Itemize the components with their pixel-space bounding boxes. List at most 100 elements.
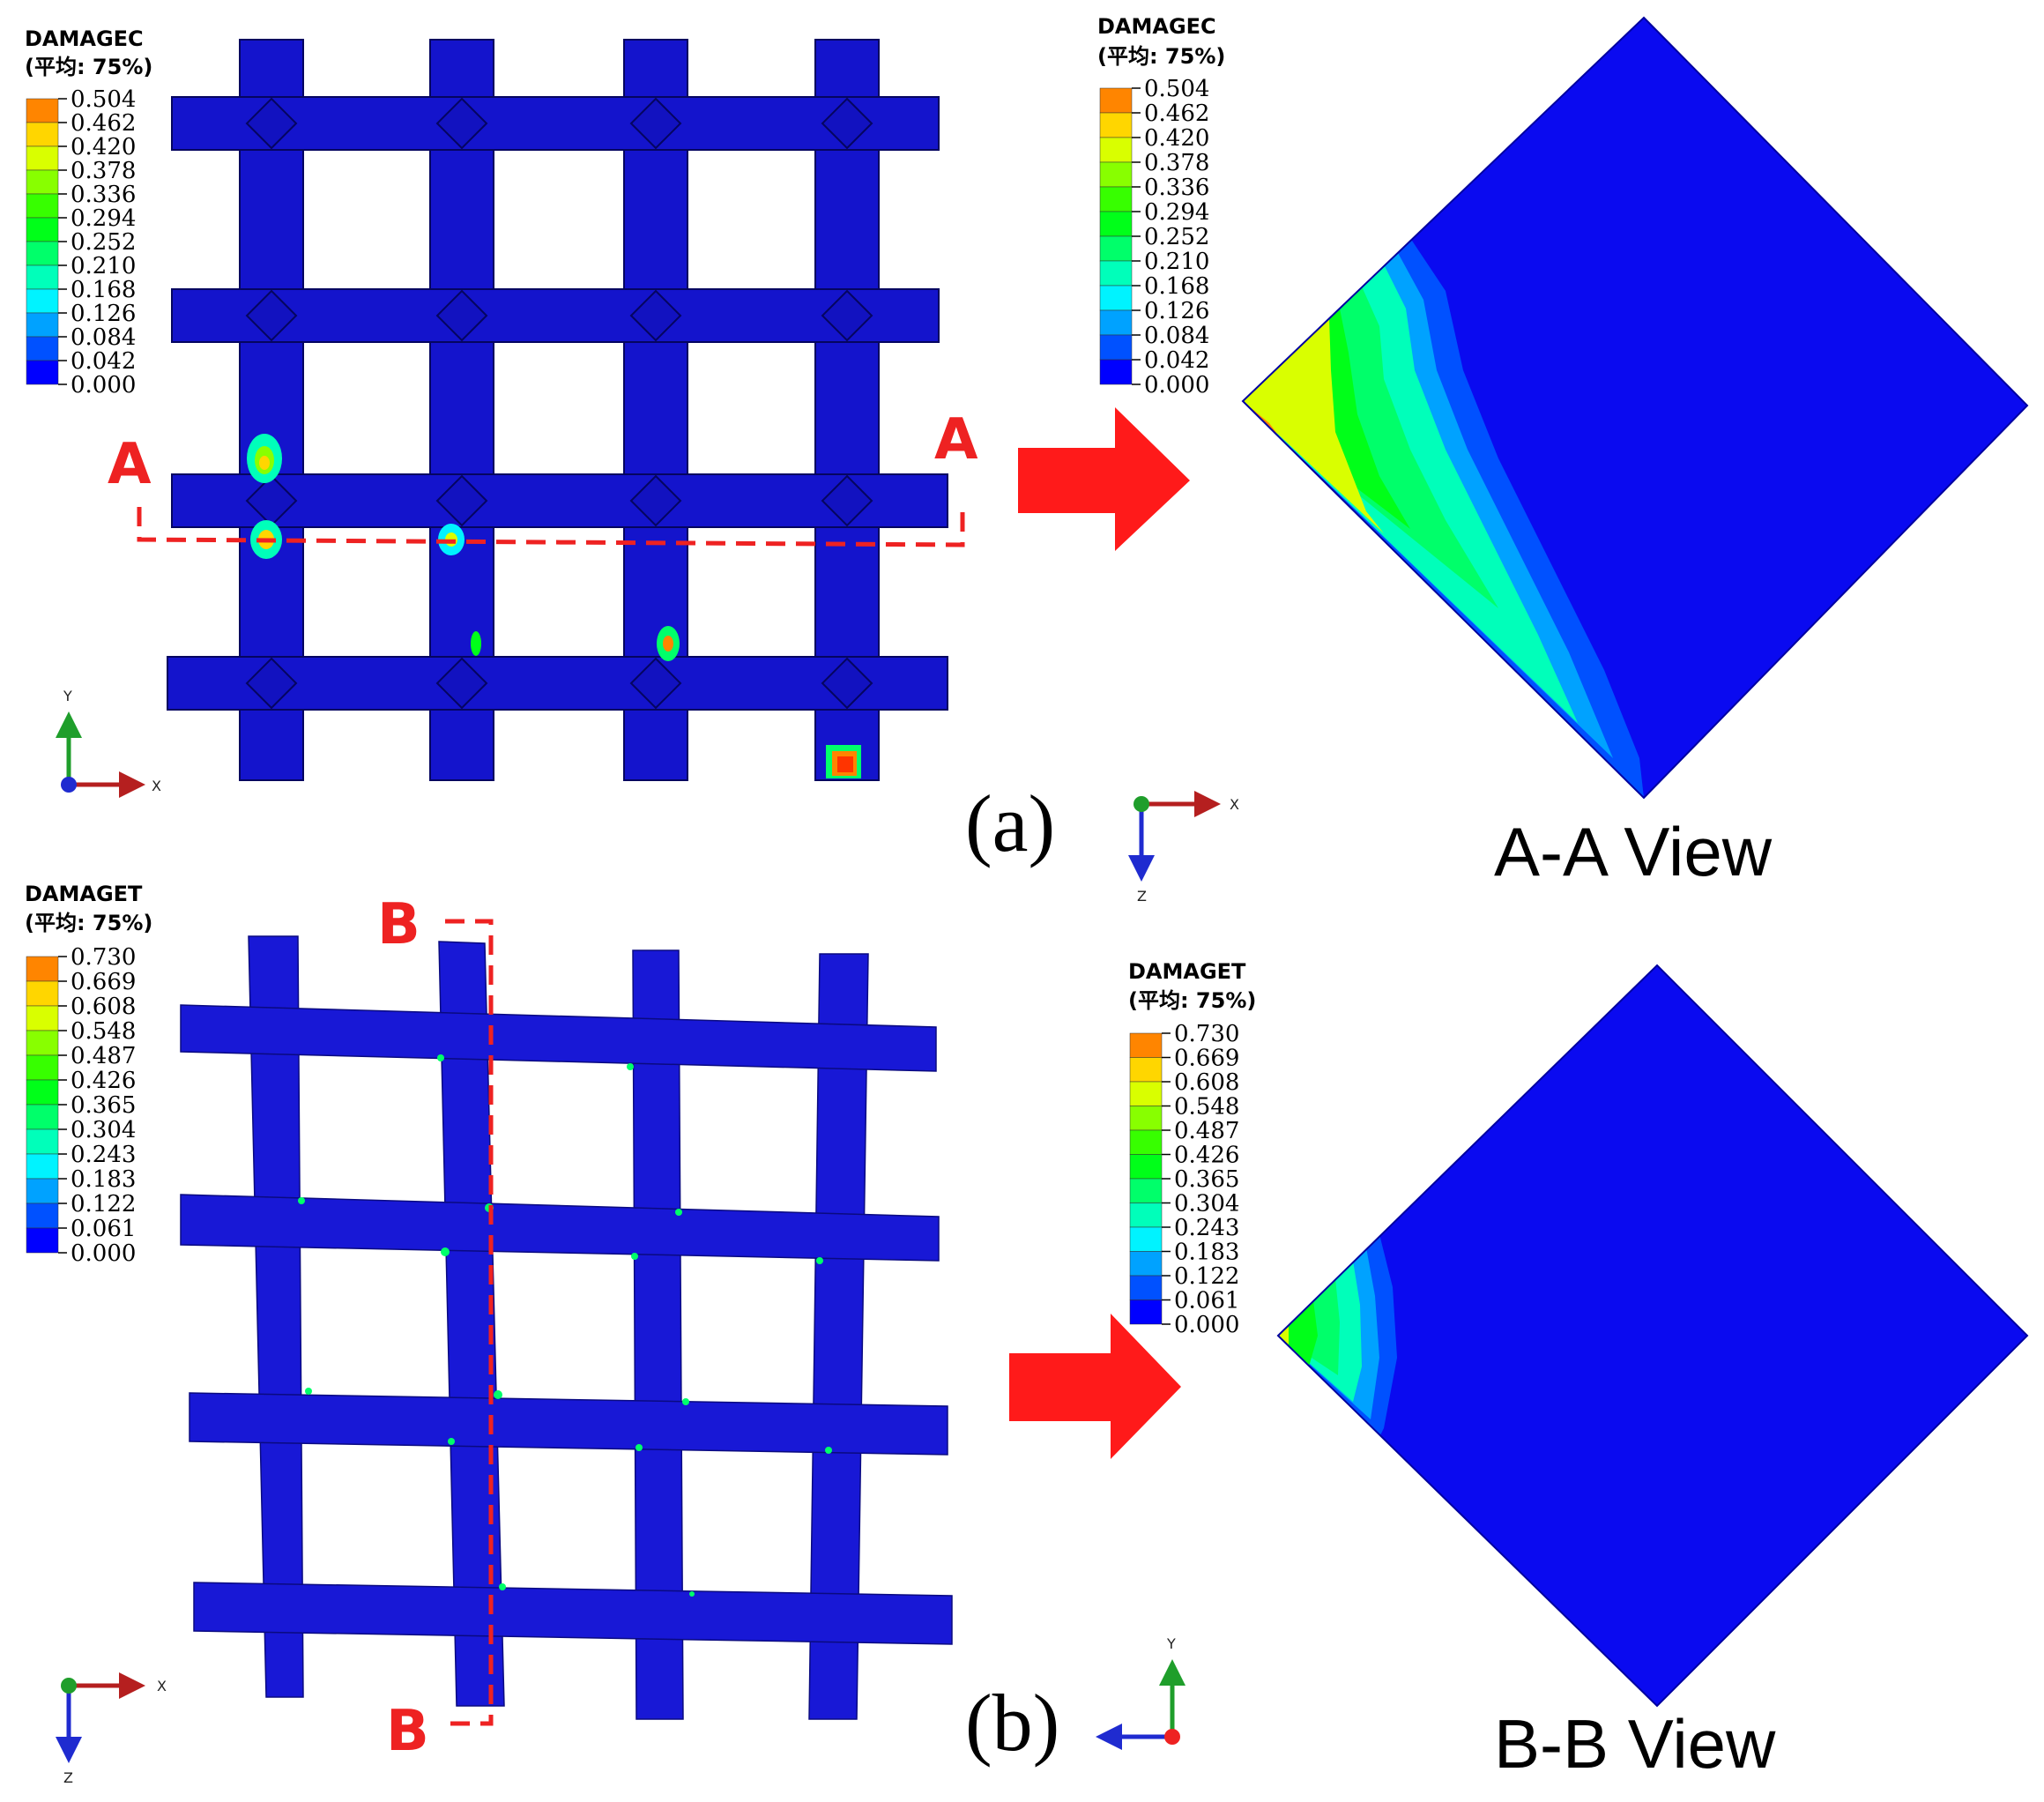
legend-swatch <box>1099 137 1133 163</box>
section-line-b: B B <box>377 892 494 1764</box>
axis-triad-a: Y X <box>56 688 161 798</box>
strut-vertical <box>248 935 304 1698</box>
legend-swatch <box>1129 1203 1163 1228</box>
legend-tick-label: 0.420 <box>1144 125 1209 152</box>
legend-tick-label: 0.336 <box>71 182 136 208</box>
legend-title: DAMAGEC <box>25 26 144 51</box>
legend-swatch <box>1099 87 1133 114</box>
legend-swatch <box>26 1054 59 1081</box>
legend-swatch <box>26 193 59 219</box>
strut-horizontal <box>171 96 940 151</box>
legend-tick-label: 0.000 <box>1174 1312 1239 1338</box>
legend-tick-label: 0.608 <box>71 994 136 1020</box>
legend-swatch <box>1099 359 1133 385</box>
legend-swatch <box>1129 1129 1163 1155</box>
panel-label-a: (a) <box>965 778 1055 868</box>
legend-swatch <box>1099 186 1133 212</box>
legend-tick-label: 0.122 <box>1174 1263 1239 1290</box>
legend-tick-label: 0.042 <box>71 348 136 375</box>
legend-title: DAMAGET <box>1128 959 1246 984</box>
legend-tick-label: 0.730 <box>71 944 136 971</box>
legend-tick-label: 0.548 <box>71 1018 136 1045</box>
legend-swatch <box>26 1030 59 1056</box>
legend-ticks: 0.7300.6690.6080.5480.4870.4260.3650.304… <box>58 944 136 1267</box>
panel-b-lattice <box>180 935 953 1720</box>
legend-swatch <box>1129 1106 1163 1131</box>
legend-subtitle: (平均: 75%) <box>1128 988 1256 1013</box>
legend-swatch <box>26 145 59 171</box>
legend-tick-label: 0.294 <box>1144 199 1209 226</box>
legend-tick-label: 0.061 <box>71 1216 136 1242</box>
legend-swatch <box>1129 1226 1163 1252</box>
joint-damage-dots <box>298 1054 832 1597</box>
legend-tick-label: 0.210 <box>1144 249 1209 275</box>
legend-ticks: 0.7300.6690.6080.5480.4870.4260.3650.304… <box>1162 1021 1239 1338</box>
legend-swatch <box>1099 112 1133 138</box>
axis-label-z: Z <box>1137 888 1147 905</box>
legend-ticks: 0.5040.4620.4200.3780.3360.2940.2520.210… <box>1132 76 1209 398</box>
legend-tick-label: 0.243 <box>1174 1215 1239 1241</box>
strut-horizontal <box>167 656 948 711</box>
axis-label-x: X <box>152 778 161 794</box>
legend-swatch <box>1129 1251 1163 1277</box>
legend-swatches <box>1099 87 1133 385</box>
legend-swatch <box>1129 1032 1163 1058</box>
section-letter-a-left: A <box>108 432 152 497</box>
strut-horizontal <box>193 1582 953 1645</box>
legend-tick-label: 0.487 <box>71 1043 136 1069</box>
legend-swatches <box>26 98 59 385</box>
legend-swatches <box>1129 1032 1163 1325</box>
legend-swatch <box>1129 1081 1163 1106</box>
legend-tick-label: 0.243 <box>71 1142 136 1168</box>
legend-tick-label: 0.608 <box>1174 1069 1239 1096</box>
legend-title: DAMAGEC <box>1097 14 1216 39</box>
legend-swatch <box>26 360 59 385</box>
strut-vertical <box>438 941 505 1707</box>
legend-tick-label: 0.420 <box>71 134 136 160</box>
view-title-b: B-B View <box>1494 1705 1776 1783</box>
strut-vertical <box>808 953 869 1720</box>
legend-subtitle: (平均: 75%) <box>1097 44 1225 69</box>
legend-swatch <box>1099 334 1133 361</box>
legend-tick-label: 0.365 <box>1174 1166 1239 1193</box>
legend-tick-label: 0.336 <box>1144 175 1209 201</box>
legend-tick-label: 0.304 <box>71 1117 136 1143</box>
legend-tick-label: 0.730 <box>1174 1021 1239 1047</box>
legend-tick-label: 0.365 <box>71 1092 136 1119</box>
legend-swatch <box>26 336 59 361</box>
legend-swatches <box>26 956 59 1254</box>
legend-tick-label: 0.487 <box>1174 1118 1239 1144</box>
axis-label-y: Y <box>63 688 72 704</box>
legend-tick-label: 0.304 <box>1174 1191 1239 1217</box>
strut-horizontal <box>189 1392 948 1456</box>
legend-tick-label: 0.669 <box>1174 1046 1239 1072</box>
legend-tick-label: 0.042 <box>1144 347 1209 374</box>
legend-swatch <box>1129 1299 1163 1325</box>
legend-swatch <box>26 980 59 1007</box>
legend-swatch <box>1099 285 1133 311</box>
legend-tick-label: 0.000 <box>71 372 136 398</box>
legend-tick-label: 0.462 <box>71 110 136 137</box>
legend-tick-label: 0.378 <box>1144 150 1209 176</box>
legend-tick-label: 0.462 <box>1144 101 1209 127</box>
legend-tick-label: 0.084 <box>1144 323 1209 349</box>
legend-swatch <box>26 98 59 123</box>
legend-subtitle: (平均: 75%) <box>25 911 152 935</box>
axis-triad-aa: X Z <box>1128 791 1239 905</box>
legend-tick-label: 0.000 <box>1144 372 1209 398</box>
legend-tick-label: 0.000 <box>71 1240 136 1267</box>
legend-swatch <box>26 956 59 982</box>
legend-ticks: 0.5040.4620.4200.3780.3360.2940.2520.210… <box>58 86 136 398</box>
legend-swatch <box>1129 1154 1163 1180</box>
legend-damaget-bb: DAMAGET (平均: 75%) 0.7300.6690.6080.5480.… <box>1128 959 1256 1338</box>
axis-triad-bb: Y <box>1096 1635 1186 1750</box>
section-view-a <box>1241 16 2029 800</box>
legend-tick-label: 0.061 <box>1174 1288 1239 1314</box>
legend-swatch <box>26 169 59 195</box>
legend-tick-label: 0.126 <box>1144 298 1209 324</box>
legend-tick-label: 0.122 <box>71 1191 136 1217</box>
panel-label-b: (b) <box>965 1678 1059 1768</box>
legend-swatch <box>26 1104 59 1130</box>
section-view-b <box>1276 964 2029 1708</box>
